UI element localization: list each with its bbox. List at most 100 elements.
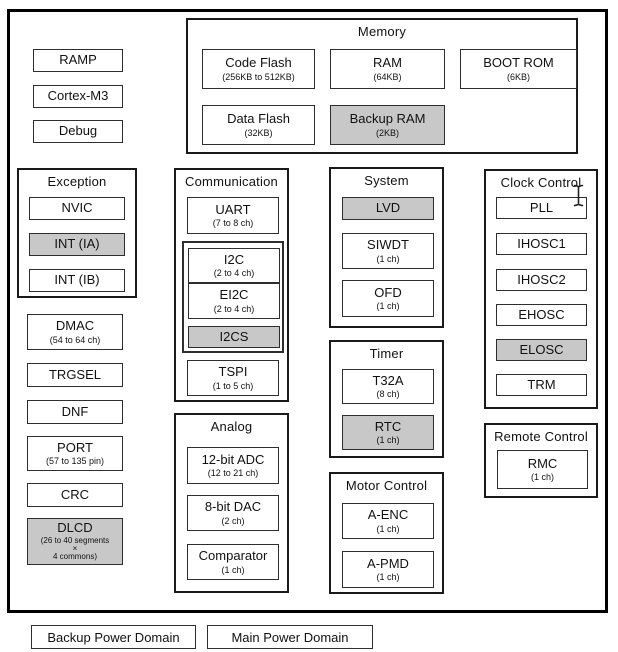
group-communication-title: Communication — [185, 174, 278, 189]
block-tspi-sub: (1 to 5 ch) — [212, 380, 254, 391]
group-exception: Exception NVIC INT (IA) INT (IB) — [17, 168, 137, 298]
block-code-flash: Code Flash (256KB to 512KB) — [202, 49, 315, 89]
block-12bit-adc: 12-bit ADC (12 to 21 ch) — [187, 447, 279, 484]
block-dlcd-label: DLCD — [57, 520, 93, 536]
block-boot-rom-sub: (6KB) — [506, 71, 530, 82]
group-memory-title: Memory — [357, 24, 407, 39]
group-exception-title: Exception — [47, 174, 107, 189]
block-code-flash-label: Code Flash — [225, 55, 292, 71]
block-dmac-sub: (54 to 64 ch) — [49, 334, 101, 345]
group-clock-control: Clock Control PLL IHOSC1 IHOSC2 EHOSC EL… — [484, 169, 598, 409]
block-ramp: RAMP — [33, 49, 123, 72]
block-rtc: RTC (1 ch) — [342, 415, 434, 450]
block-port: PORT (57 to 135 pin) — [27, 436, 123, 471]
group-system: System LVD SIWDT (1 ch) OFD (1 ch) — [329, 167, 444, 328]
block-a-pmd-label: A-PMD — [367, 555, 409, 571]
block-lvd-label: LVD — [375, 200, 401, 216]
block-ei2c-label: EI2C — [219, 287, 249, 303]
block-backup-ram: Backup RAM (2KB) — [330, 105, 445, 145]
block-uart: UART (7 to 8 ch) — [187, 197, 279, 234]
block-ei2c-sub: (2 to 4 ch) — [213, 303, 255, 314]
block-8bit-dac-sub: (2 ch) — [221, 515, 245, 526]
block-pll: PLL — [496, 197, 587, 219]
block-boot-rom-label: BOOT ROM — [483, 55, 554, 71]
group-timer: Timer T32A (8 ch) RTC (1 ch) — [329, 340, 444, 458]
block-i2cs-label: I2CS — [219, 328, 249, 344]
block-ofd-label: OFD — [374, 284, 402, 300]
block-int-ia-label: INT (IA) — [54, 236, 100, 252]
block-i2c-label: I2C — [223, 251, 245, 267]
block-int-ib-label: INT (IB) — [54, 272, 100, 288]
block-tspi: TSPI (1 to 5 ch) — [187, 360, 279, 396]
group-communication: Communication UART (7 to 8 ch) I2C (2 to… — [174, 168, 289, 402]
block-a-pmd-sub: (1 ch) — [376, 572, 400, 583]
block-i2c-sub: (2 to 4 ch) — [213, 268, 255, 279]
block-dnf-label: DNF — [61, 403, 89, 419]
block-int-ia: INT (IA) — [29, 233, 125, 256]
block-ehosc-label: EHOSC — [518, 306, 565, 322]
group-i2c-cluster: I2C (2 to 4 ch) EI2C (2 to 4 ch) I2CS — [182, 241, 284, 353]
block-rmc-label: RMC — [527, 455, 558, 471]
block-data-flash-sub: (32KB) — [244, 127, 273, 138]
block-port-sub: (57 to 135 pin) — [45, 456, 105, 467]
block-dnf: DNF — [27, 400, 123, 424]
block-pll-label: PLL — [529, 199, 554, 215]
block-comparator-label: Comparator — [198, 548, 268, 564]
block-debug: Debug — [33, 120, 123, 143]
block-ihosc1: IHOSC1 — [496, 233, 587, 255]
group-timer-title: Timer — [369, 346, 404, 361]
block-12bit-adc-sub: (12 to 21 ch) — [207, 468, 259, 479]
group-motor-control-title: Motor Control — [345, 478, 428, 493]
block-backup-ram-sub: (2KB) — [375, 127, 399, 138]
block-8bit-dac: 8-bit DAC (2 ch) — [187, 495, 279, 531]
text-cursor-icon — [573, 184, 584, 207]
block-int-ib: INT (IB) — [29, 269, 125, 292]
block-tspi-label: TSPI — [218, 364, 248, 380]
block-a-enc: A-ENC (1 ch) — [342, 503, 434, 539]
block-a-enc-sub: (1 ch) — [376, 523, 400, 534]
block-port-label: PORT — [57, 439, 93, 455]
group-analog-title: Analog — [210, 419, 253, 434]
group-remote-control-title: Remote Control — [494, 429, 588, 444]
group-clock-control-title: Clock Control — [500, 175, 582, 190]
block-ramp-label: RAMP — [59, 52, 97, 68]
block-siwdt-sub: (1 ch) — [376, 253, 400, 264]
block-siwdt: SIWDT (1 ch) — [342, 233, 434, 269]
block-ram-sub: (64KB) — [373, 71, 402, 82]
group-system-title: System — [364, 173, 409, 188]
block-dlcd-sub: (26 to 40 segments × 4 commons) — [40, 535, 110, 562]
group-memory: Memory Code Flash (256KB to 512KB) RAM (… — [186, 18, 578, 154]
block-crc: CRC — [27, 483, 123, 507]
block-12bit-adc-label: 12-bit ADC — [201, 451, 265, 467]
block-dmac: DMAC (54 to 64 ch) — [27, 314, 123, 350]
block-ei2c: EI2C (2 to 4 ch) — [188, 283, 280, 319]
block-ram-label: RAM — [373, 55, 402, 71]
block-ihosc2: IHOSC2 — [496, 269, 587, 291]
block-8bit-dac-label: 8-bit DAC — [204, 499, 262, 515]
block-cortex-m3: Cortex-M3 — [33, 85, 123, 108]
group-motor-control: Motor Control A-ENC (1 ch) A-PMD (1 ch) — [329, 472, 444, 594]
block-boot-rom: BOOT ROM (6KB) — [460, 49, 577, 89]
group-analog: Analog 12-bit ADC (12 to 21 ch) 8-bit DA… — [174, 413, 289, 593]
block-crc-label: CRC — [60, 486, 90, 502]
block-cortex-m3-label: Cortex-M3 — [47, 88, 109, 104]
block-uart-sub: (7 to 8 ch) — [212, 218, 254, 229]
block-trgsel: TRGSEL — [27, 363, 123, 387]
block-dlcd: DLCD (26 to 40 segments × 4 commons) — [27, 518, 123, 565]
block-elosc-label: ELOSC — [519, 341, 564, 357]
block-dmac-label: DMAC — [55, 318, 95, 334]
group-remote-control: Remote Control RMC (1 ch) — [484, 423, 598, 498]
block-uart-label: UART — [215, 201, 251, 217]
block-ehosc: EHOSC — [496, 304, 587, 326]
block-data-flash-label: Data Flash — [227, 111, 290, 127]
block-ofd: OFD (1 ch) — [342, 280, 434, 317]
block-ofd-sub: (1 ch) — [376, 301, 400, 312]
block-data-flash: Data Flash (32KB) — [202, 105, 315, 145]
block-i2cs: I2CS — [188, 326, 280, 348]
block-nvic: NVIC — [29, 197, 125, 220]
block-siwdt-label: SIWDT — [367, 237, 409, 253]
block-trgsel-label: TRGSEL — [48, 366, 101, 382]
block-ihosc2-label: IHOSC2 — [517, 271, 566, 287]
block-code-flash-sub: (256KB to 512KB) — [222, 71, 295, 82]
